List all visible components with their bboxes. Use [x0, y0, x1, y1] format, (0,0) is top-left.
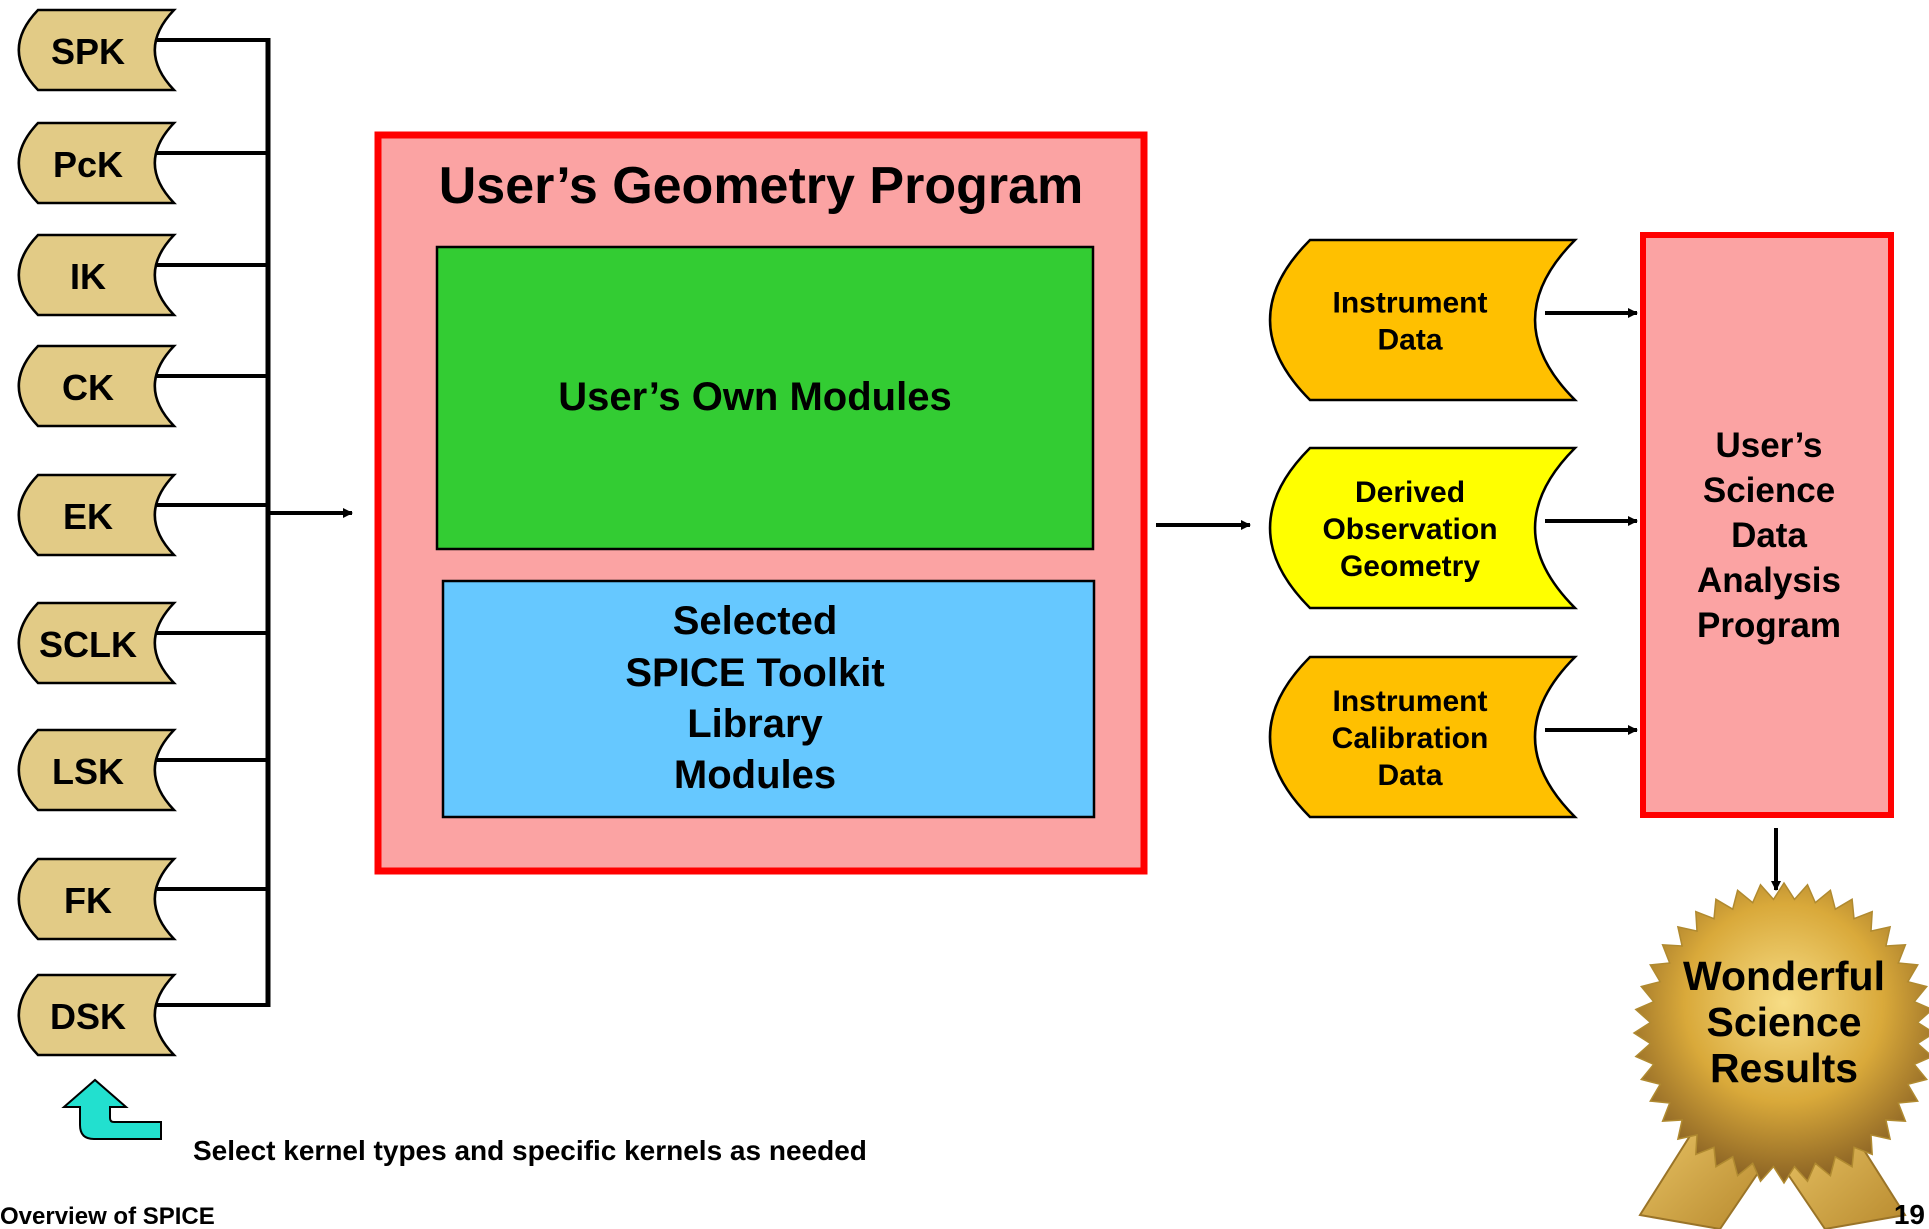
toolkit-modules-box [441, 579, 1096, 819]
data-file-label: Calibration [1332, 722, 1489, 755]
data-file-label: Data [1377, 324, 1442, 357]
kernel-cylinder [17, 344, 177, 428]
toolkit-line: Modules [674, 753, 836, 797]
kernel-ek: EK [17, 473, 268, 557]
kernel-fk: FK [17, 857, 268, 941]
seal-badge-icon [1632, 881, 1929, 1185]
geometry-program-box: User’s Geometry Program User’s Own Modul… [374, 131, 1148, 875]
analysis-line: Data [1731, 516, 1807, 555]
kernel-lsk: LSK [17, 728, 268, 812]
kernel-ck: CK [17, 344, 268, 428]
select-arrow-icon [61, 1078, 162, 1140]
toolkit-line: Selected [673, 599, 838, 643]
footer-title: Overview of SPICE [0, 1203, 215, 1229]
kernel-cylinder [17, 728, 177, 812]
kernel-label: FK [64, 880, 112, 921]
analysis-line: Science [1703, 471, 1835, 510]
kernel-cylinder [17, 857, 177, 941]
data-file-label: Derived [1355, 476, 1465, 509]
data-file-label: Instrument [1332, 287, 1487, 320]
data-file-label: Data [1377, 759, 1442, 792]
page-number: 19 [1894, 1199, 1925, 1229]
analysis-line: Analysis [1697, 561, 1841, 600]
analysis-line: User’s [1715, 426, 1822, 465]
kernel-pck: PcK [17, 121, 268, 205]
toolkit-line: SPICE Toolkit [625, 651, 884, 695]
data-file-label: Observation [1322, 513, 1497, 546]
kernel-cylinder [17, 473, 177, 557]
kernel-bus [265, 38, 353, 1007]
kernel-ik: IK [17, 233, 268, 317]
geometry-program-title: User’s Geometry Program [439, 157, 1084, 215]
select-note: Select kernel types and specific kernels… [193, 1135, 867, 1166]
kernel-cylinder [17, 601, 177, 685]
kernel-label: EK [63, 496, 113, 537]
kernel-label: LSK [52, 751, 124, 792]
kernel-sclk: SCLK [17, 601, 268, 685]
results-line: Results [1710, 1045, 1858, 1091]
kernel-label: PcK [53, 144, 123, 185]
data-file-cylinder [1268, 446, 1579, 610]
own-modules-box [435, 245, 1095, 551]
kernel-list: SPK PcK IK CK EK SCLK LSK FK DSK [17, 8, 268, 1057]
kernel-label: IK [70, 256, 106, 297]
data-file-label: Geometry [1340, 550, 1480, 583]
kernel-cylinder [17, 233, 177, 317]
kernel-label: SPK [51, 31, 125, 72]
kernel-dsk: DSK [17, 973, 268, 1057]
kernel-cylinder [17, 8, 177, 92]
kernel-spk: SPK [17, 8, 268, 92]
data-file-label: Instrument [1332, 685, 1487, 718]
results-line: Science [1707, 999, 1862, 1045]
kernel-cylinder [17, 121, 177, 205]
own-modules-label: User’s Own Modules [558, 375, 951, 419]
toolkit-line: Library [687, 702, 823, 746]
data-file-cylinder [1268, 655, 1579, 819]
analysis-line: Program [1697, 606, 1841, 645]
kernel-cylinder [17, 973, 177, 1057]
kernel-label: SCLK [39, 624, 137, 665]
kernel-label: CK [62, 367, 114, 408]
data-file-cylinder [1268, 238, 1579, 402]
results-line: Wonderful [1683, 953, 1885, 999]
kernel-label: DSK [50, 996, 126, 1037]
data-file-list: InstrumentDataDerivedObservationGeometry… [1268, 238, 1638, 819]
